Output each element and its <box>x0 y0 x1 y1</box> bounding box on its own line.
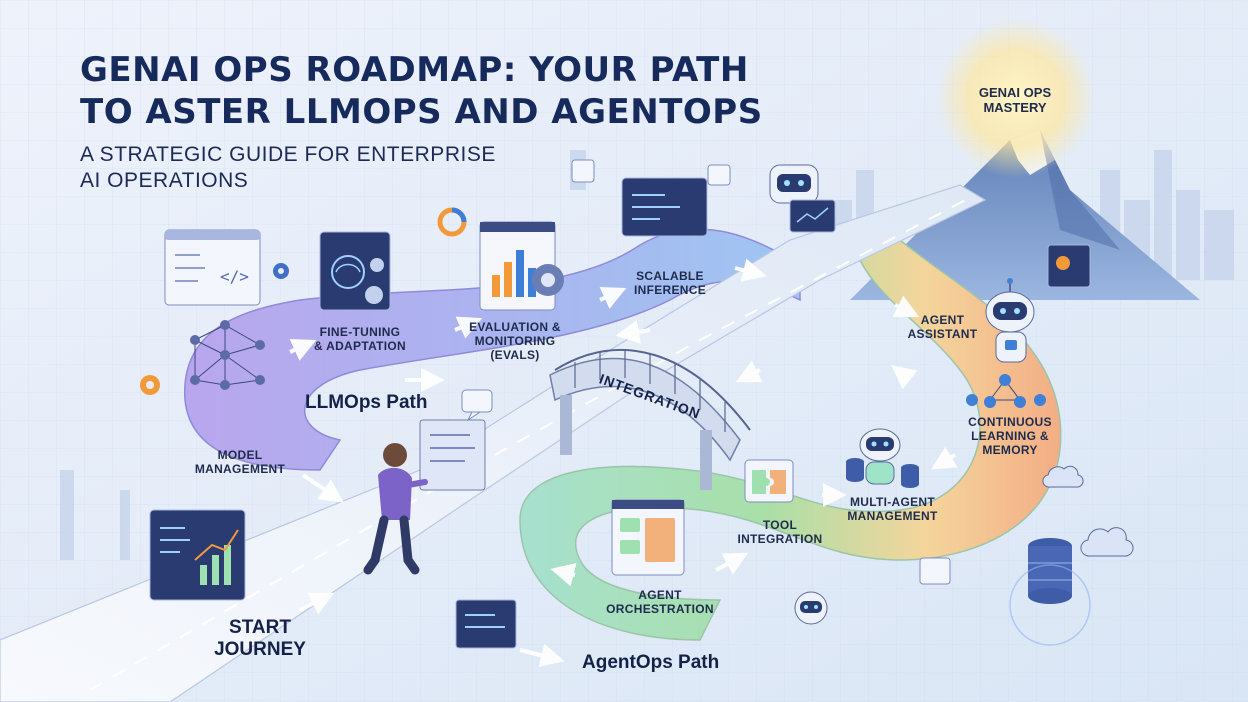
svg-text:</>: </> <box>220 267 249 286</box>
robot-icon <box>794 591 828 625</box>
step-label-line: SCALABLE <box>636 269 704 283</box>
step-label-line: INTEGRATION <box>737 532 823 546</box>
step-label-line: TOOL <box>762 518 798 532</box>
step-label-line: CONTINUOUS <box>968 415 1052 429</box>
robot-icon <box>769 164 836 233</box>
agent-network-icon <box>966 374 1046 408</box>
step-label-line: MONITORING <box>474 334 556 348</box>
step-label-line: LEARNING & <box>971 429 1049 443</box>
orchestration-dashboard-icon <box>611 499 685 576</box>
start-journey-label: START JOURNEY <box>205 617 315 661</box>
database-icon <box>1028 538 1072 604</box>
step-agent-assistant: AGENT ASSISTANT <box>895 313 990 341</box>
title-line-1: GENAI OPS ROADMAP: YOUR PATH <box>80 50 749 90</box>
step-evaluation-monitoring: EVALUATION & MONITORING (EVALS) <box>455 320 575 362</box>
analytics-dashboard-icon <box>149 509 246 601</box>
brain-gear-icon <box>319 231 391 311</box>
step-label-line: AGENT <box>638 588 682 602</box>
chart-donut-icon <box>437 207 467 237</box>
gear-icon <box>140 263 289 395</box>
step-fine-tuning: FINE-TUNING & ADAPTATION <box>305 325 415 353</box>
step-label-line: MULTI-AGENT <box>849 495 936 509</box>
robot-icon <box>859 428 901 485</box>
step-scalable-inference: SCALABLE INFERENCE <box>620 269 720 297</box>
step-multi-agent-management: MULTI-AGENT MANAGEMENT <box>830 495 955 523</box>
neural-network-icon <box>190 320 265 390</box>
code-window-icon <box>571 159 1091 288</box>
chat-bubble-icon <box>461 389 493 422</box>
person-icon <box>363 419 486 575</box>
database-icon <box>846 458 919 488</box>
agentops-path-label: AgentOps Path <box>582 652 720 673</box>
cloud-icon <box>1042 465 1134 557</box>
step-label-line: INFERENCE <box>633 283 707 297</box>
goal-label: GENAI OPS MASTERY <box>960 85 1070 115</box>
step-label-line: MEMORY <box>982 443 1038 457</box>
goal-label-line-2: MASTERY <box>983 100 1047 115</box>
start-label-line-1: START <box>229 617 291 638</box>
agentops-road <box>519 239 1062 641</box>
code-window-icon <box>621 177 708 237</box>
title-line-2: TO ASTER LLMOPS AND AGENTOPS <box>80 92 763 132</box>
code-window-icon: </> <box>164 229 261 306</box>
subtitle-line-2: AI OPERATIONS <box>80 169 249 192</box>
step-label-line: EVALUATION & <box>469 320 561 334</box>
integration-bridge <box>549 349 751 490</box>
step-label-line: MANAGEMENT <box>194 462 286 476</box>
step-agent-orchestration: AGENT ORCHESTRATION <box>595 588 725 616</box>
analytics-dashboard-icon <box>479 221 564 311</box>
subtitle-line-1: A STRATEGIC GUIDE FOR ENTERPRISE <box>80 143 496 166</box>
step-label-line: & ADAPTATION <box>313 339 407 353</box>
step-label-line: AGENT <box>920 313 965 327</box>
goal-label-line-1: GENAI OPS <box>978 85 1052 100</box>
robot-icon <box>985 278 1035 363</box>
step-tool-integration: TOOL INTEGRATION <box>730 518 830 546</box>
start-label-line-2: JOURNEY <box>214 639 306 660</box>
step-model-management: MODEL MANAGEMENT <box>185 448 295 476</box>
network-ring <box>1009 564 1091 646</box>
llmops-path-label: LLMOps Path <box>305 392 428 413</box>
step-label-line: MANAGEMENT <box>847 509 938 523</box>
step-label-line: MODEL <box>217 448 263 462</box>
mastery-glow <box>936 18 1096 178</box>
step-continuous-learning: CONTINUOUS LEARNING & MEMORY <box>955 415 1065 457</box>
step-label-line: ORCHESTRATION <box>606 602 714 616</box>
flow-arrows <box>289 258 958 667</box>
step-label-line: (EVALS) <box>490 348 540 362</box>
tool-integration-icon <box>744 459 794 503</box>
code-window-icon <box>455 557 951 649</box>
step-label-line: ASSISTANT <box>907 327 978 341</box>
main-road-centerline <box>89 194 976 691</box>
step-label-line: FINE-TUNING <box>319 325 401 339</box>
